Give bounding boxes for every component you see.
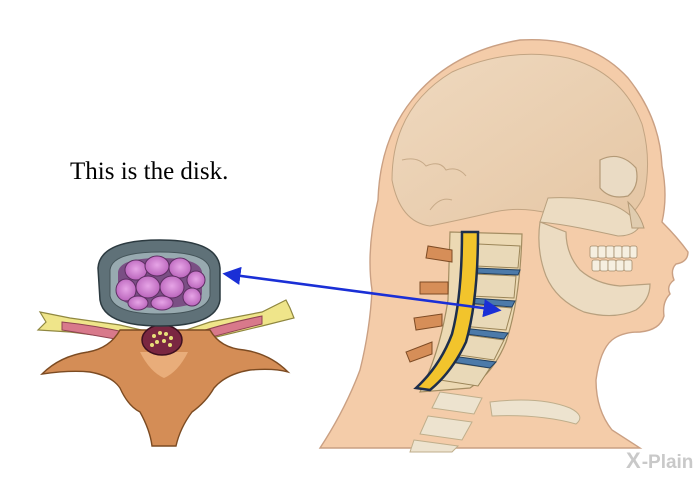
skull-orbit xyxy=(599,155,638,198)
disk-cross-section-illustration xyxy=(36,239,295,447)
watermark-mark: X xyxy=(626,448,641,473)
watermark-text: -Plain xyxy=(641,452,694,473)
caption-text: This is the disk. xyxy=(70,158,229,185)
vertebral-arch xyxy=(40,329,291,447)
skull-zygoma xyxy=(539,197,641,237)
disk-nucleus-cells xyxy=(115,255,206,311)
upper-thoracic-vertebrae xyxy=(409,391,483,453)
spinal-cord-fibers xyxy=(150,331,173,347)
double-arrow-connector xyxy=(222,266,502,318)
skull-mandible xyxy=(538,221,651,317)
skull-sutures xyxy=(401,158,467,211)
spinal-canal xyxy=(141,324,183,356)
vertebral-arch-highlight xyxy=(140,352,188,378)
skull-cranium xyxy=(391,53,649,227)
xplain-watermark: X-Plain xyxy=(626,448,693,474)
teeth xyxy=(589,245,638,272)
skull-nasal xyxy=(627,200,645,229)
head-neck-spine-illustration xyxy=(318,38,689,453)
clavicle xyxy=(489,399,581,425)
